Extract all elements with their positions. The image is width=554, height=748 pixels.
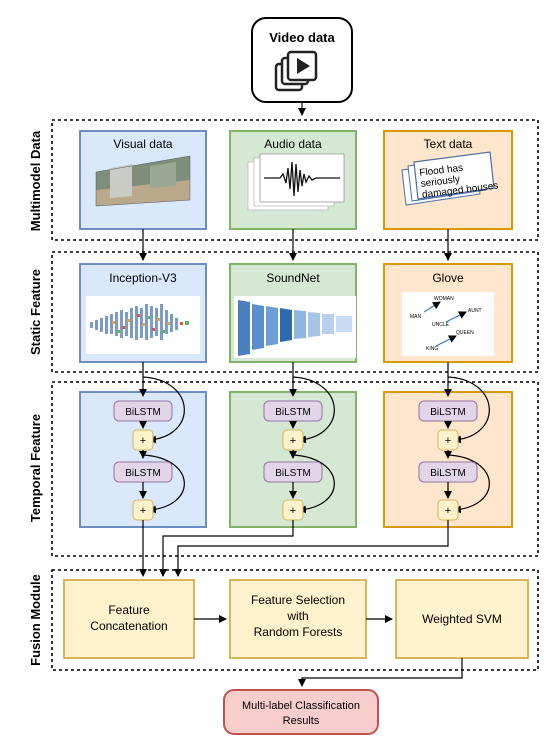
text-card-line1: Flood has (419, 163, 464, 179)
visual-data-box: Visual data (79, 130, 207, 230)
inception-box: Inception-V3 (79, 263, 207, 363)
text-cards-image: Flood has seriously damaged houses (401, 151, 499, 206)
soundnet-box: SoundNet (229, 263, 357, 363)
bilstm-audio-2-label: BiLSTM (275, 468, 311, 479)
feature-selection-box: Feature Selection with Random Forests (229, 579, 367, 659)
result-line1: Multi-label Classification (242, 700, 360, 712)
result-box: Multi-label Classification Results (223, 689, 379, 735)
glove-word-aunt: AUNT (468, 308, 482, 314)
section-multimodel-container (51, 119, 539, 241)
glove-word-woman: WOMAN (434, 296, 454, 302)
glove-embedding-image: MAN WOMAN UNCLE AUNT QUEEN KING (402, 292, 494, 356)
text-temporal-chain: BiLSTM + BiLSTM + (418, 362, 490, 521)
inception-network-image (86, 296, 200, 354)
add-node-visual-1-label: + (140, 435, 146, 447)
add-node-audio-2-label: + (290, 505, 296, 517)
select-line1: Feature Selection (251, 593, 345, 607)
result-line2: Results (283, 715, 320, 727)
bilstm-visual-1-label: BiLSTM (125, 407, 161, 418)
waveform-image (247, 153, 345, 211)
inception-label: Inception-V3 (109, 271, 177, 285)
section-temporal-container (51, 381, 539, 557)
bilstm-text-2-label: BiLSTM (430, 468, 466, 479)
add-node-text-1-label: + (445, 435, 451, 447)
glove-word-man: MAN (410, 314, 422, 320)
section-label-temporal: Temporal Feature (28, 414, 43, 522)
text-data-label: Text data (424, 137, 473, 151)
glove-label: Glove (432, 271, 464, 285)
section-fusion-container (51, 569, 539, 671)
audio-temporal-chain: BiLSTM + BiLSTM + (263, 362, 335, 521)
section-label-multimodel: Multimodel Data (28, 130, 43, 231)
section-label-static: Static Feature (28, 269, 43, 355)
video-data-label: Video data (269, 30, 335, 45)
svm-label: Weighted SVM (422, 612, 502, 626)
audio-data-box: Audio data (229, 130, 357, 230)
concat-line1: Feature (108, 603, 150, 617)
video-play-icon (274, 50, 318, 92)
select-line3: Random Forests (254, 625, 343, 639)
flood-photo-image (95, 155, 191, 207)
text-card-line2: seriously (420, 174, 461, 190)
soundnet-layers-image (234, 296, 356, 358)
bilstm-text-1-label: BiLSTM (430, 407, 466, 418)
concatenation-box: Feature Concatenation (63, 579, 195, 659)
add-node-text-2-label: + (445, 505, 451, 517)
select-line2: with (286, 609, 308, 623)
glove-word-uncle: UNCLE (432, 322, 450, 328)
section-label-fusion: Fusion Module (28, 574, 43, 666)
audio-data-label: Audio data (264, 137, 322, 151)
add-node-audio-1-label: + (290, 435, 296, 447)
soundnet-label: SoundNet (266, 271, 320, 285)
add-node-visual-2-label: + (140, 505, 146, 517)
video-data-node: Video data (251, 17, 353, 103)
text-data-box: Text data Flood has seriously damaged ho… (383, 130, 513, 230)
visual-temporal-chain: BiLSTM + BiLSTM + (113, 362, 185, 521)
glove-word-queen: QUEEN (456, 330, 474, 336)
weighted-svm-box: Weighted SVM (395, 579, 529, 659)
glove-word-king: KING (426, 346, 438, 352)
bilstm-audio-1-label: BiLSTM (275, 407, 311, 418)
concat-line2: Concatenation (90, 619, 167, 633)
glove-box: Glove MAN WOMAN UNCLE AUNT QUEEN KING (383, 263, 513, 363)
edge-audio-to-concat (159, 520, 294, 577)
bilstm-visual-2-label: BiLSTM (125, 468, 161, 479)
visual-data-label: Visual data (113, 137, 172, 151)
section-static-container (51, 251, 539, 373)
edge-text-to-concat (174, 520, 449, 577)
edge-svm-to-result (298, 658, 463, 687)
